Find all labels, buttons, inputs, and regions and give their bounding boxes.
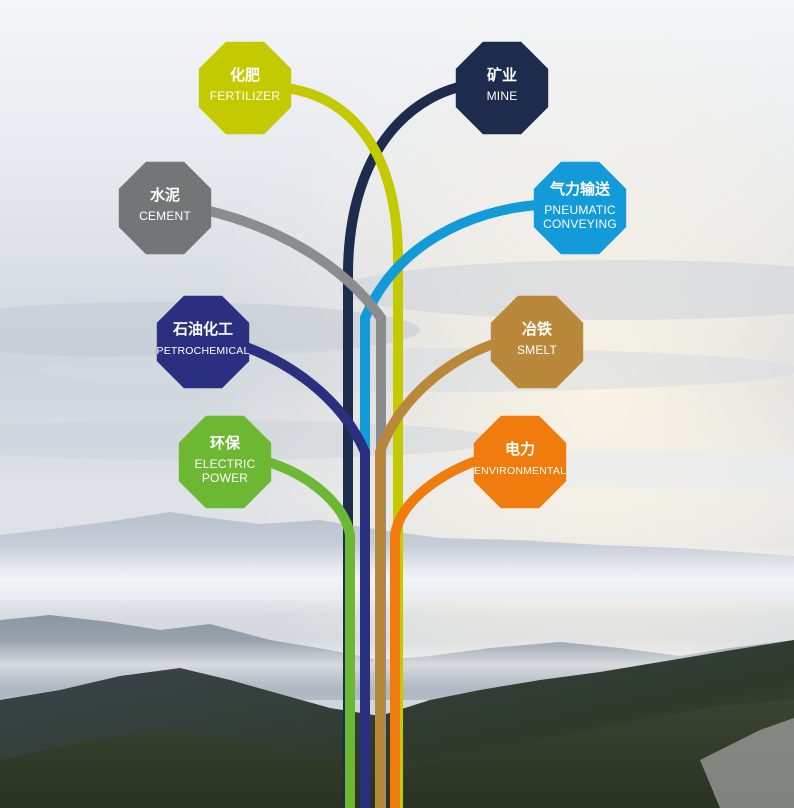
branch-smelt xyxy=(375,337,502,808)
octagon-pneumatic xyxy=(533,161,627,255)
octagon-mine xyxy=(455,41,549,135)
label-en-fertilizer: FERTILIZER xyxy=(210,89,281,103)
label-cn-electric: 环保 xyxy=(210,434,241,452)
branch-petrochemical xyxy=(238,340,370,808)
node-mine: 矿业 MINE xyxy=(455,41,549,135)
octagon-petrochemical xyxy=(156,295,250,389)
label-en-pneumatic-1: PNEUMATIC xyxy=(544,203,616,217)
node-cement: 水泥 CEMENT xyxy=(118,161,212,255)
label-cn-cement: 水泥 xyxy=(150,186,180,204)
label-en-electric-2: POWER xyxy=(202,471,248,485)
branch-electric xyxy=(266,457,355,808)
branch-mine xyxy=(343,80,471,808)
octagon-fertilizer xyxy=(198,41,292,135)
label-en-pneumatic-2: CONVEYING xyxy=(543,217,617,231)
label-en-electric-1: ELECTRIC xyxy=(195,457,256,471)
label-cn-pneumatic: 气力输送 xyxy=(549,180,611,198)
label-cn-smelt: 冶铁 xyxy=(522,320,552,338)
label-en-smelt: SMELT xyxy=(517,343,558,357)
node-environmental: 电力 ENVIRONMENTAL xyxy=(473,415,567,509)
octagon-electric xyxy=(178,415,272,509)
label-en-mine: MINE xyxy=(487,89,518,103)
octagon-cement xyxy=(118,161,212,255)
label-cn-mine: 矿业 xyxy=(487,66,517,84)
branch-cement xyxy=(203,205,386,808)
label-en-environmental: ENVIRONMENTAL xyxy=(474,465,566,477)
node-smelt: 冶铁 SMELT xyxy=(490,295,584,389)
octagon-environmental xyxy=(473,415,567,509)
label-cn-fertilizer: 化肥 xyxy=(230,66,260,84)
label-cn-petrochemical: 石油化工 xyxy=(172,320,233,338)
label-en-cement: CEMENT xyxy=(139,209,191,223)
octagon-smelt xyxy=(490,295,584,389)
branch-environmental xyxy=(390,453,487,808)
label-en-petrochemical: PETROCHEMICAL xyxy=(156,345,249,357)
label-cn-environmental: 电力 xyxy=(505,440,535,458)
branch-fertilizer xyxy=(284,83,403,808)
node-petrochemical: 石油化工 PETROCHEMICAL xyxy=(156,295,250,389)
node-fertilizer: 化肥 FERTILIZER xyxy=(198,41,292,135)
